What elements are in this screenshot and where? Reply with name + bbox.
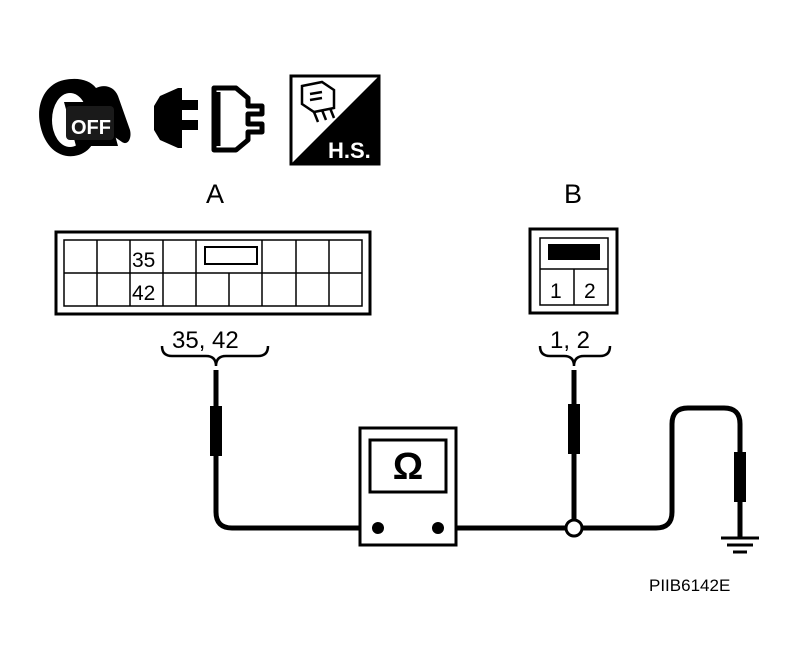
probe-wire-b (568, 370, 580, 520)
connector-b-face: 1 2 (528, 227, 619, 315)
connector-a-brace-label: 35, 42 (172, 327, 239, 354)
connector-a-pin-35: 35 (132, 249, 155, 272)
connector-disconnect-icon (154, 85, 265, 153)
ignition-off-label: OFF (71, 117, 111, 139)
probe-wire-a (210, 370, 378, 531)
ohm-symbol-icon: Ω (393, 446, 423, 488)
connector-sketch-icon (300, 80, 336, 123)
connector-a-title: A (206, 179, 224, 209)
ground-symbol-icon (721, 536, 759, 554)
harness-side-icon: H.S. (289, 74, 381, 166)
ground-wire (438, 405, 746, 538)
connector-b-title: B (564, 179, 582, 209)
meter-terminal-right (432, 522, 444, 534)
connector-b-pin-2: 2 (584, 280, 596, 303)
ignition-switch-off-icon: OFF (39, 78, 131, 157)
ohmmeter: Ω (358, 426, 458, 547)
connector-a-pin-42: 42 (132, 282, 155, 305)
connector-a-face: 35 42 (54, 230, 372, 316)
harness-side-label: H.S. (328, 138, 371, 163)
figure-code: PIIB6142E (649, 576, 730, 595)
connector-a-brace (160, 345, 270, 367)
meter-terminal-left (372, 522, 384, 534)
connector-b-brace-label: 1, 2 (550, 327, 590, 354)
connector-b-brace (538, 345, 612, 367)
wire-junction (564, 518, 584, 538)
connector-b-pin-1: 1 (550, 280, 562, 303)
